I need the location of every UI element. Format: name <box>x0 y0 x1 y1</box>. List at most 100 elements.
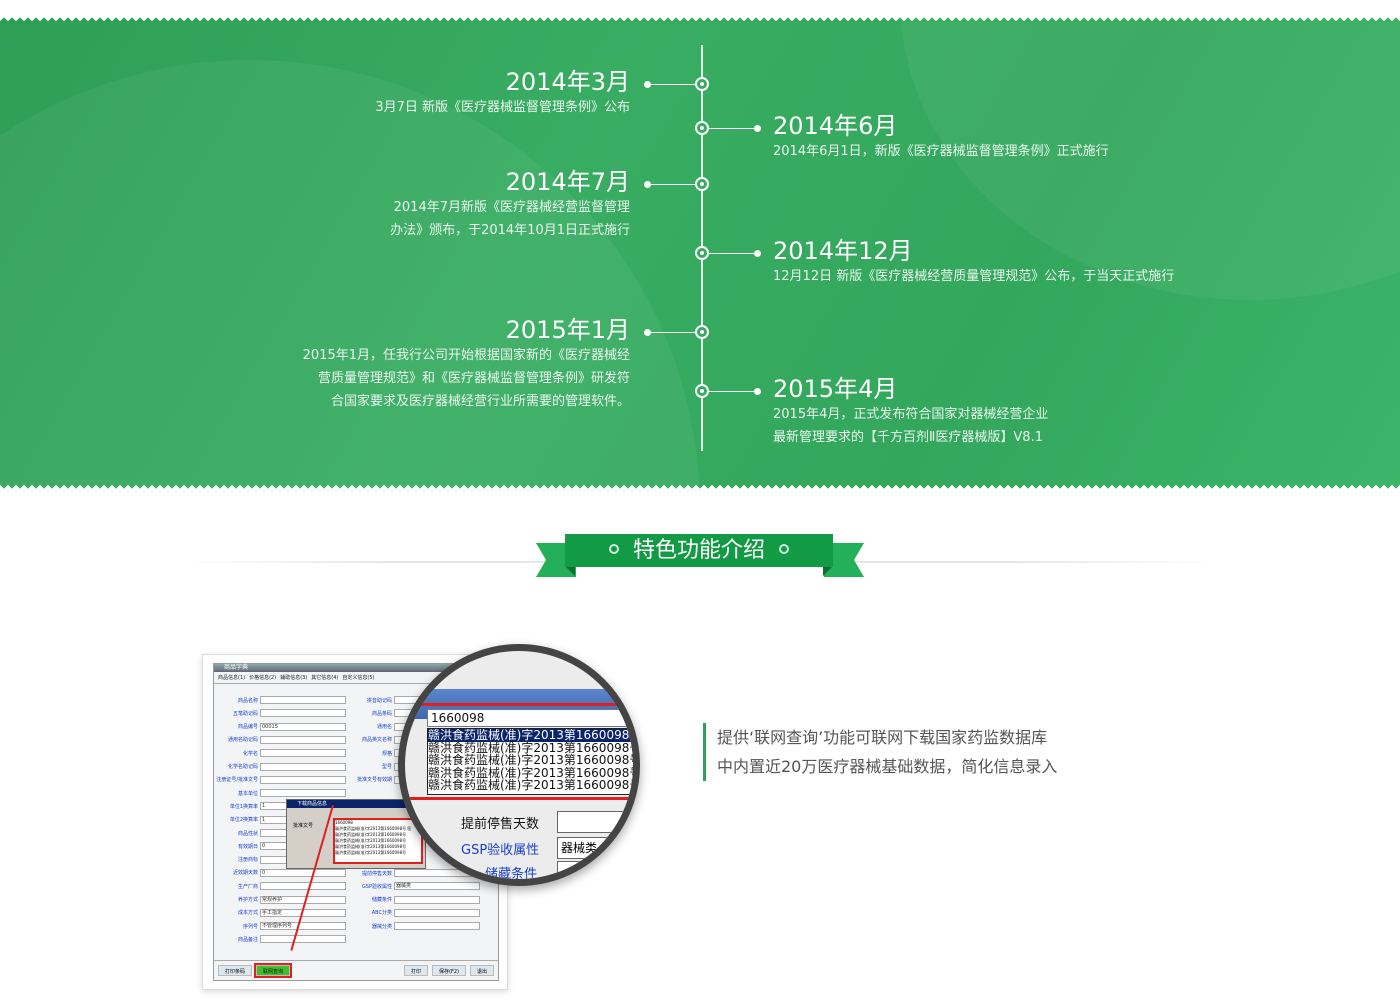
event-date: 2014年7月 <box>505 168 630 196</box>
download-dialog: 下载商品信息 批准文号 1660098 赣洪食药监械(准)字2013第16600… <box>286 799 426 869</box>
window-button[interactable]: 保存(F2) <box>432 965 466 976</box>
field-label: 商品条码 <box>371 710 392 717</box>
field-input[interactable] <box>260 709 346 718</box>
timeline-node <box>695 246 709 260</box>
field-input[interactable] <box>394 895 480 904</box>
dialog-label: 批准文号 <box>293 823 314 829</box>
field-label: 商品编号 <box>237 724 258 731</box>
event-description: 合国家要求及医疗器械经营行业所需要的管理软件。 <box>330 394 630 409</box>
result-item[interactable]: 赣洪食药监械(准)字2013第1660098号 <box>428 753 640 767</box>
result-item[interactable]: 赣洪食药监械(准)字2013第1660098号 <box>335 844 407 849</box>
field-input[interactable] <box>260 762 346 771</box>
stop-days-input[interactable] <box>557 811 633 833</box>
tab[interactable]: 自定义信息(5) <box>342 675 375 681</box>
tab[interactable]: 其它信息(4) <box>311 675 339 681</box>
connector-dot <box>644 181 651 188</box>
window-button[interactable]: 打印条码 <box>218 965 253 976</box>
storage-select[interactable] <box>557 861 633 879</box>
form-row: 序列号不管理序列号 <box>216 922 346 931</box>
connector-dot <box>644 329 651 336</box>
field-input[interactable] <box>260 775 346 784</box>
result-item[interactable]: 赣洪食药监械(准)字2013第1660098号 <box>335 832 407 837</box>
form-row: 五笔助记码 <box>216 709 346 718</box>
field-label: 器械分类 <box>371 923 392 930</box>
window-title: 商品字典 <box>214 664 498 672</box>
field-input[interactable] <box>260 882 346 891</box>
result-item[interactable]: 赣洪食药监械(准)字2013第1660098号 <box>428 778 640 792</box>
field-label: 近效期天数 <box>232 870 258 877</box>
form-row: 基本单位 <box>216 789 346 798</box>
field-input[interactable] <box>260 935 346 944</box>
field-input[interactable]: 器械类 <box>394 882 480 891</box>
field-label: GSP验收属性 <box>361 883 392 890</box>
query-input[interactable]: 1660098 <box>427 709 633 727</box>
window-button[interactable]: 退出 <box>469 965 494 976</box>
form-row: 储藏条件 <box>350 895 480 904</box>
connector <box>709 391 757 392</box>
connector <box>648 84 696 85</box>
field-label: 单位2换算率 <box>229 817 258 824</box>
ribbon-fold <box>823 566 833 576</box>
result-item[interactable]: 赣洪食药监械(准)字2013第1660098号 医 <box>335 826 412 831</box>
event-description: 办法》颁布，于2014年10月1日正式施行 <box>390 223 630 238</box>
label-gsp: GSP验收属性 <box>461 843 540 858</box>
field-label: 通用名助记码 <box>227 737 258 744</box>
event-description: 12月12日 新版《医疗器械经营质量管理规范》公布，于当天正式施行 <box>773 269 1175 284</box>
timeline-node <box>695 177 709 191</box>
field-input[interactable] <box>260 749 346 758</box>
button-bar: 打印条码联网查询 打印保存(F2)退出 <box>214 960 498 980</box>
field-label: 商品名称 <box>237 697 258 704</box>
connector <box>709 253 757 254</box>
bullet-icon <box>608 544 619 554</box>
field-label: 拼音助记码 <box>366 697 392 704</box>
field-label: 化学名助记码 <box>227 764 258 770</box>
form-row: 生产厂商 <box>216 882 346 891</box>
magnifier-view: 1660098 赣洪食药监械(准)字2013第1660098号 医赣洪食药监械(… <box>398 644 640 886</box>
tab[interactable]: 辅助信息(3) <box>280 675 308 681</box>
connector-dot <box>754 125 761 132</box>
result-list[interactable]: 赣洪食药监械(准)字2013第1660098号 医赣洪食药监械(准)字2013第… <box>427 728 640 795</box>
tab[interactable]: 商品信息(1) <box>218 675 246 681</box>
connector <box>648 332 696 333</box>
field-label: 有效期日 <box>237 843 258 850</box>
timeline-node <box>695 77 709 91</box>
form-row: 养护方式常规养护 <box>216 895 346 904</box>
field-input[interactable] <box>394 908 480 917</box>
field-input[interactable] <box>260 696 346 704</box>
tab[interactable]: 价格信息(2) <box>249 675 277 681</box>
field-label: 成本方式 <box>237 910 258 917</box>
connector <box>648 184 696 185</box>
field-label: 商品英文名称 <box>361 737 392 744</box>
dialog-title: 下载商品信息 <box>287 800 425 808</box>
tab-bar: 商品信息(1)价格信息(2)辅助信息(3)其它信息(4)自定义信息(5) <box>214 672 498 684</box>
window-button[interactable]: 联网查询 <box>254 963 293 978</box>
result-item[interactable]: 赣洪食药监械(准)字2013第1660098号 <box>335 850 407 855</box>
field-input[interactable] <box>260 735 346 744</box>
event-date: 2015年1月 <box>505 316 630 344</box>
result-item[interactable]: 赣洪食药监械(准)字2013第1660098号 <box>428 765 640 780</box>
form-row: ABC分类 <box>350 908 480 917</box>
highlight-border <box>405 703 633 706</box>
result-item[interactable]: 赣洪食药监械(准)字2013第1660098号 <box>428 740 640 755</box>
result-item[interactable]: 赣洪食药监械(准)字2013第1660098号 <box>335 838 407 843</box>
timeline-node <box>695 121 709 135</box>
field-input[interactable] <box>260 789 346 798</box>
field-input[interactable] <box>394 922 480 931</box>
bg-shape <box>0 60 700 490</box>
field-input[interactable]: 00015 <box>260 722 346 731</box>
ribbon-fold <box>565 566 575 576</box>
result-item[interactable]: 赣洪食药监械(准)字2013第1660098号 医 <box>428 729 633 742</box>
window-button[interactable]: 打印 <box>404 965 429 976</box>
field-input[interactable]: 0 <box>260 868 346 877</box>
field-input[interactable]: 不管理序列号 <box>260 922 346 931</box>
event-date: 2014年6月 <box>773 112 898 140</box>
event-date: 2014年3月 <box>505 68 630 96</box>
form-row: 注册证号/批准文号 <box>216 775 346 784</box>
field-label: 提前停售天数 <box>361 870 392 877</box>
gsp-select[interactable]: 器械类 <box>557 837 633 859</box>
